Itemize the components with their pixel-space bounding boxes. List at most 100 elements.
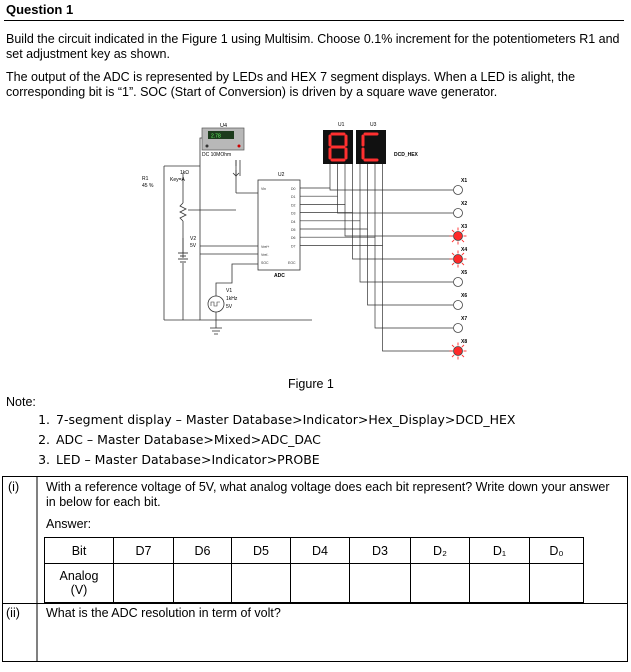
probe-glow-ray [451, 344, 455, 348]
answer-cell-d1[interactable] [469, 563, 530, 603]
adc-pin-label: D2 [291, 203, 296, 207]
adc-pin-label: D0 [291, 187, 296, 191]
answer-cell-d7[interactable] [113, 563, 174, 603]
figure-caption: Figure 1 [288, 377, 334, 391]
probe-wire [359, 220, 453, 283]
answer-cell-d0[interactable] [529, 563, 584, 603]
analog-header: Analog (V) [44, 563, 114, 603]
question-i-number: (i) [8, 480, 20, 494]
probe-label: X7 [461, 316, 467, 322]
bit-cell: D₁ [469, 537, 530, 564]
hex-display-low [356, 130, 386, 164]
u1-label: U1 [338, 122, 345, 128]
bit-cell: D₂ [410, 537, 470, 564]
note-item: ADC – Master Database>Mixed>ADC_DAC [54, 430, 516, 450]
bit-header: Bit [44, 537, 114, 564]
adc-pin-label: D6 [291, 236, 296, 240]
probe-glow-ray [461, 229, 465, 233]
v1-label: V1 [226, 288, 232, 294]
u3-label: U3 [370, 122, 377, 128]
instructions-paragraph-1: Build the circuit indicated in the Figur… [6, 32, 620, 61]
probe-label: X2 [461, 201, 467, 207]
probe-glow-ray [451, 262, 455, 266]
adc-pin-label: EOC [288, 261, 296, 265]
probe-led [453, 185, 463, 195]
bit-cell: D3 [349, 537, 411, 564]
meter-mode-label: DC 10MOhm [202, 152, 231, 158]
probe-wire [337, 196, 453, 214]
adc-pin-label: SOC [261, 261, 269, 265]
bit-cell: D6 [173, 537, 232, 564]
probe-glow-ray [461, 239, 465, 243]
probe-led [453, 254, 463, 264]
answer-cell-d5[interactable] [231, 563, 291, 603]
data-bus-wire [300, 164, 331, 189]
question-table-borders [2, 476, 628, 662]
bit-voltage-table: Bit D7 D6 D5 D4 D3 D₂ D₁ D₀ Analog (V) [44, 537, 584, 603]
probe-label: X3 [461, 224, 467, 230]
r1-key: Key=A [170, 177, 186, 183]
adc-pin-label: Vin [261, 187, 266, 191]
probe-glow-ray [451, 229, 455, 233]
adc-pin-label: D7 [291, 244, 296, 248]
probe-led [453, 277, 463, 287]
probe-glow-ray [451, 252, 455, 256]
probe-wire [329, 188, 453, 191]
adc-pin-label: D1 [291, 195, 296, 199]
question-ii-number: (ii) [6, 606, 20, 620]
question-i-text: With a reference voltage of 5V, what ana… [46, 480, 610, 509]
answer-cell-d4[interactable] [290, 563, 350, 603]
answer-cell-d2[interactable] [410, 563, 470, 603]
circuit-diagram: U4 2.78 DC 10MOhm R1 45 % 1kΩ Key=A V2 5… [140, 118, 467, 360]
probe-label: X6 [461, 293, 467, 299]
probe-wire [344, 204, 453, 237]
probe-glow-ray [461, 262, 465, 266]
probe-glow-ray [461, 344, 465, 348]
meter-reading: 2.78 [211, 134, 221, 140]
question-title: Question 1 [6, 2, 74, 17]
bit-cell: D₀ [529, 537, 584, 564]
r1-value: 1kΩ [180, 170, 189, 176]
v1-frequency: 1kHz [226, 296, 238, 302]
bit-cell: D4 [290, 537, 350, 564]
probe-glow-ray [451, 354, 455, 358]
adc-pin-label: D5 [291, 228, 296, 232]
probe-label: X8 [461, 339, 467, 345]
probe-label: X4 [461, 247, 467, 253]
probe-led [453, 346, 463, 356]
hex-digits: 8C [140, 118, 142, 119]
bit-cell: D5 [231, 537, 291, 564]
r1-label: R1 [142, 176, 149, 182]
probe-wire [382, 245, 453, 352]
u2-label: U2 [278, 172, 285, 178]
answer-cell-d3[interactable] [349, 563, 411, 603]
data-bus-wire [300, 164, 346, 205]
probe-label: X1 [461, 178, 467, 184]
adc-pin-label: Vref- [261, 253, 269, 257]
note-item: 7-segment display – Master Database>Indi… [54, 410, 516, 430]
adc-label: ADC [274, 273, 285, 279]
probe-led [453, 323, 463, 333]
note-label: Note: [6, 395, 36, 409]
v2-value: 5V [190, 243, 197, 249]
data-bus-wire [300, 164, 338, 197]
title-rule [4, 20, 624, 21]
probe-glow-ray [461, 252, 465, 256]
question-ii-text: What is the ADC resolution in term of vo… [46, 606, 281, 620]
answer-cell-d6[interactable] [173, 563, 232, 603]
probe-glow-ray [461, 354, 465, 358]
probe-led [453, 231, 463, 241]
adc-pin-label: D3 [291, 212, 296, 216]
instructions-paragraph-2: The output of the ADC is represented by … [6, 70, 576, 99]
probe-led [453, 208, 463, 218]
v1-value: 5V [226, 304, 233, 310]
adc-pin-label: Vref+ [261, 245, 269, 249]
note-item: LED – Master Database>Indicator>PROBE [54, 450, 516, 470]
adc-pin-label: D4 [291, 220, 296, 224]
probe-wire [367, 229, 453, 306]
probe-label: X5 [461, 270, 467, 276]
bit-cell: D7 [113, 537, 174, 564]
probe-wire [352, 212, 453, 260]
probe-led [453, 300, 463, 310]
adc-block [257, 179, 301, 271]
